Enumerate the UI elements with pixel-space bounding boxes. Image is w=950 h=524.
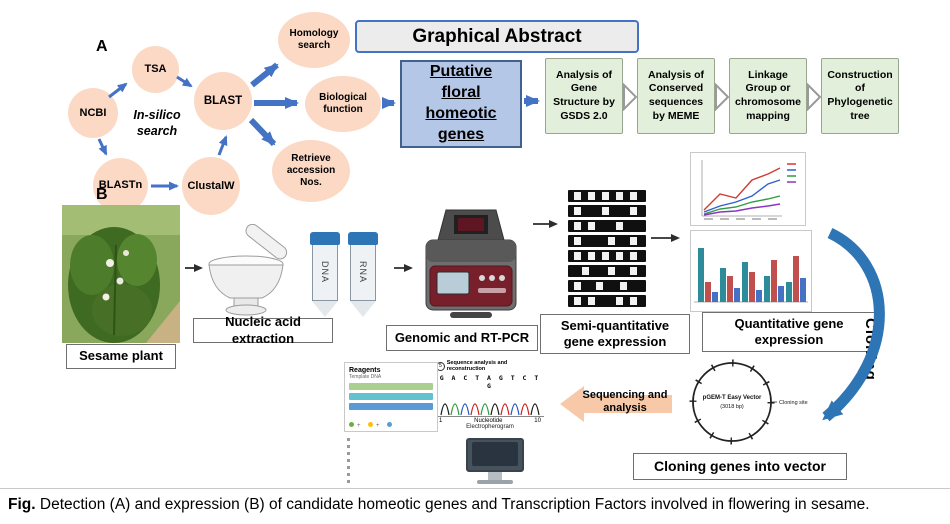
reagents-card: Reagents Template DNA + + — [344, 362, 438, 432]
chevron-right-icon — [715, 83, 730, 111]
tube-tip — [312, 301, 338, 317]
axis-start: 1 — [439, 418, 443, 424]
putative-genes-box: Putative floral homeotic genes — [400, 60, 522, 148]
panel-a-label: A — [96, 38, 108, 55]
reagent-row — [349, 393, 433, 400]
electro-sequence: G A C T A G T C T G — [439, 374, 541, 390]
node-biological-function: Biological function — [305, 76, 381, 132]
sequencing-line1: Sequencing and — [582, 389, 668, 402]
reagent-row — [349, 403, 433, 410]
reagents-title: Reagents — [349, 367, 381, 374]
reagent-icons: + + — [349, 414, 433, 432]
tube-cap — [348, 232, 378, 245]
sequencing-line2: analysis — [603, 402, 647, 414]
gel-electrophoresis-image — [568, 190, 646, 308]
computer-monitor-icon — [466, 438, 524, 484]
node-tsa: TSA — [132, 46, 179, 93]
sesame-plant-label: Sesame plant — [66, 344, 176, 369]
reagents-subtitle: Template DNA — [349, 374, 382, 380]
bar-chart-image — [690, 230, 812, 312]
chevron-right-icon — [807, 83, 822, 111]
genomic-rtpcr-label: Genomic and RT-PCR — [386, 325, 538, 351]
plasmid-cloning-site: Cloning site — [779, 400, 808, 406]
quantitative-line1: Quantitative gene — [734, 315, 844, 331]
node-blast: BLAST — [194, 72, 252, 130]
caption-label: Fig. — [8, 496, 36, 513]
node-blastn: BLASTn — [93, 158, 148, 213]
tube-cap — [310, 232, 340, 245]
caption-text: Detection (A) and expression (B) of cand… — [39, 496, 870, 513]
semi-quantitative-label: Semi-quantitative gene expression — [540, 314, 690, 354]
plasmid-size: (3018 bp) — [720, 404, 744, 410]
node-homology-search: Homology search — [278, 12, 350, 68]
quantitative-line2: expression — [754, 332, 824, 347]
mortar-pestle-illustration — [208, 224, 288, 316]
electro-header: Sequence analysis and reconstruction — [446, 360, 508, 372]
rna-tube: RNA — [348, 232, 378, 317]
in-silico-search-label: In-silico search — [133, 108, 181, 138]
electro-footer: Electropherogram — [466, 424, 514, 430]
semi-quantitative-line2: gene expression — [563, 334, 667, 349]
step-conserved-sequences: Analysis of Conserved sequences by MEME — [637, 58, 715, 134]
plasmid-vector-diagram: pGEM-T Easy Vector (3018 bp) Cloning sit… — [689, 359, 808, 445]
plasmid-name: pGEM-T Easy Vector — [703, 395, 762, 401]
sequencing-analysis-label: Sequencing and analysis — [580, 385, 670, 419]
figure-caption: Fig. Detection (A) and expression (B) of… — [0, 488, 950, 524]
chevron-right-icon — [623, 83, 638, 111]
line-chart-image — [690, 152, 806, 226]
dna-tube: DNA — [310, 232, 340, 317]
step-phylogenetic-tree: Construction of Phylogenetic tree — [821, 58, 899, 134]
axis-mid: Nucleotide — [474, 418, 503, 424]
step-gene-structure: Analysis of Gene Structure by GSDS 2.0 — [545, 58, 623, 134]
sesame-plant-photo — [62, 205, 180, 343]
node-ncbi: NCBI — [68, 88, 118, 138]
rna-tube-label: RNA — [358, 261, 368, 284]
node-clustalw: ClustalW — [182, 157, 240, 215]
dna-tube-label: DNA — [320, 261, 330, 284]
cloning-vector-label: Cloning genes into vector — [633, 453, 847, 480]
page-title: Graphical Abstract — [355, 20, 639, 53]
panel-b-label: B — [96, 186, 108, 203]
reagent-row — [349, 383, 433, 390]
axis-end: 10 — [534, 418, 541, 424]
semi-quantitative-line1: Semi-quantitative — [560, 317, 670, 333]
chromatogram-peaks-image — [440, 403, 540, 416]
step-linkage-mapping: Linkage Group or chromosome mapping — [729, 58, 807, 134]
tube-tip — [350, 301, 376, 317]
node-retrieve-accession: Retrieve accession Nos. — [272, 140, 350, 202]
electropherogram-panel: 5 Sequence analysis and reconstruction G… — [436, 360, 544, 430]
ellipsis-dots — [347, 438, 350, 487]
electro-axis: 1 Nucleotide 10 — [436, 416, 544, 424]
cloning-label: Cloning — [862, 318, 879, 381]
nucleic-acid-extraction-label: Nucleic acid extraction — [193, 314, 333, 346]
quantitative-label: Quantitative gene expression — [702, 312, 876, 352]
pcr-machine-illustration — [425, 209, 517, 318]
